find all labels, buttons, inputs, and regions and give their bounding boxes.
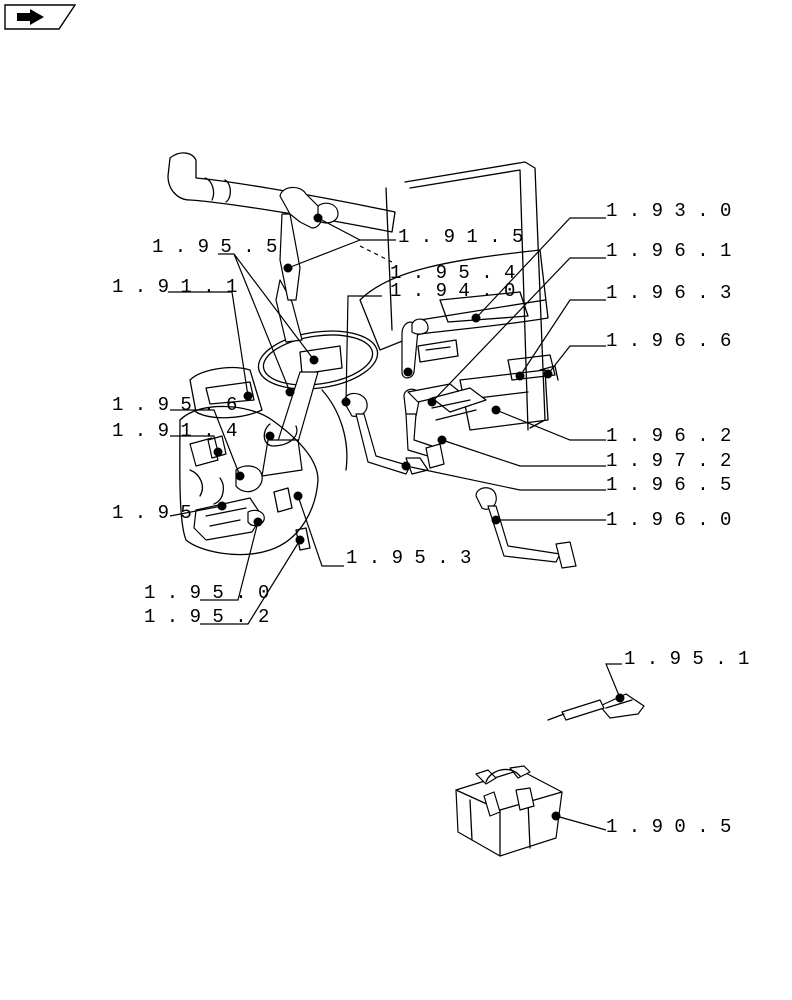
callout-1-96-1[interactable]: 1 . 9 6 . 1: [606, 240, 731, 262]
callout-1-91-4[interactable]: 1 . 9 1 . 4: [112, 420, 237, 442]
callout-1-91-5[interactable]: 1 . 9 1 . 5: [398, 226, 523, 248]
callout-1-95-4[interactable]: 1 . 9 5 . 4: [390, 262, 515, 284]
callout-1-96-3[interactable]: 1 . 9 6 . 3: [606, 282, 731, 304]
callout-1-95[interactable]: 1 . 9 5: [112, 502, 192, 524]
callout-dots: [213, 213, 625, 821]
forward-arrow-icon: [17, 9, 44, 25]
callout-1-97-2[interactable]: 1 . 9 7 . 2: [606, 450, 731, 472]
forward-nav-button[interactable]: [4, 4, 76, 30]
callout-1-95-6[interactable]: 1 . 9 5 . 6: [112, 394, 237, 416]
leader-lines: [168, 217, 622, 831]
callout-1-95-2[interactable]: 1 . 9 5 . 2: [144, 606, 269, 628]
callout-1-93-0[interactable]: 1 . 9 3 . 0: [606, 200, 731, 222]
callout-1-96-2[interactable]: 1 . 9 6 . 2: [606, 425, 731, 447]
callout-1-96-0[interactable]: 1 . 9 6 . 0: [606, 509, 731, 531]
callout-1-96-5[interactable]: 1 . 9 6 . 5: [606, 474, 731, 496]
callout-1-95-5[interactable]: 1 . 9 5 . 5: [152, 236, 277, 258]
tractor-cab-illustration: [167, 152, 645, 857]
callout-1-95-3[interactable]: 1 . 9 5 . 3: [346, 547, 471, 569]
callout-1-94-0[interactable]: 1 . 9 4 . 0: [390, 280, 515, 302]
callout-1-91-1[interactable]: 1 . 9 1 . 1: [112, 276, 237, 298]
callout-1-96-6[interactable]: 1 . 9 6 . 6: [606, 330, 731, 352]
callout-1-95-1[interactable]: 1 . 9 5 . 1: [624, 648, 749, 670]
callout-labels: 1 . 9 3 . 0 1 . 9 6 . 1 1 . 9 6 . 3 1 . …: [112, 200, 749, 838]
callout-1-90-5[interactable]: 1 . 9 0 . 5: [606, 816, 731, 838]
callout-1-95-0[interactable]: 1 . 9 5 . 0: [144, 582, 269, 604]
